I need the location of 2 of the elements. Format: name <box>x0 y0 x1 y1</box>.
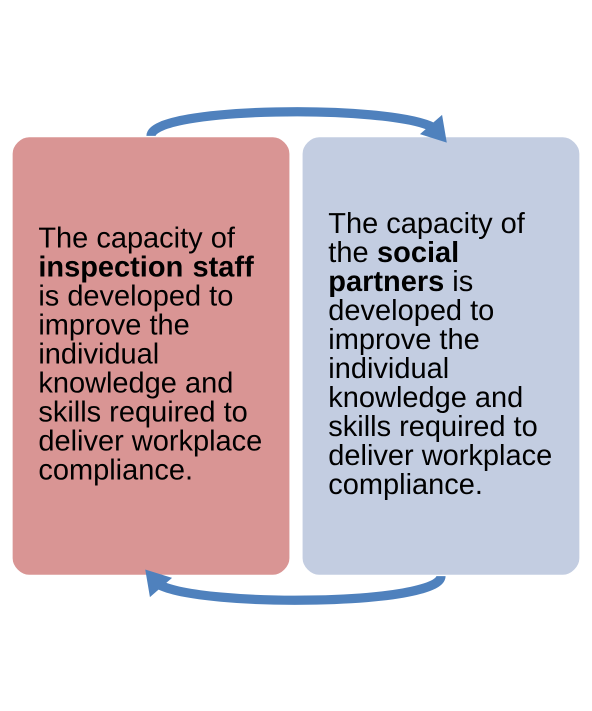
node-box: The capacity of inspection staff is developed to improve the individual knowledge and skills required to deliver workplace compliance. <box>12 136 290 574</box>
node-box: The capacity of the social partners is developed to improve the individual knowledge and skills required to deliver workplace compliance. <box>302 136 580 574</box>
